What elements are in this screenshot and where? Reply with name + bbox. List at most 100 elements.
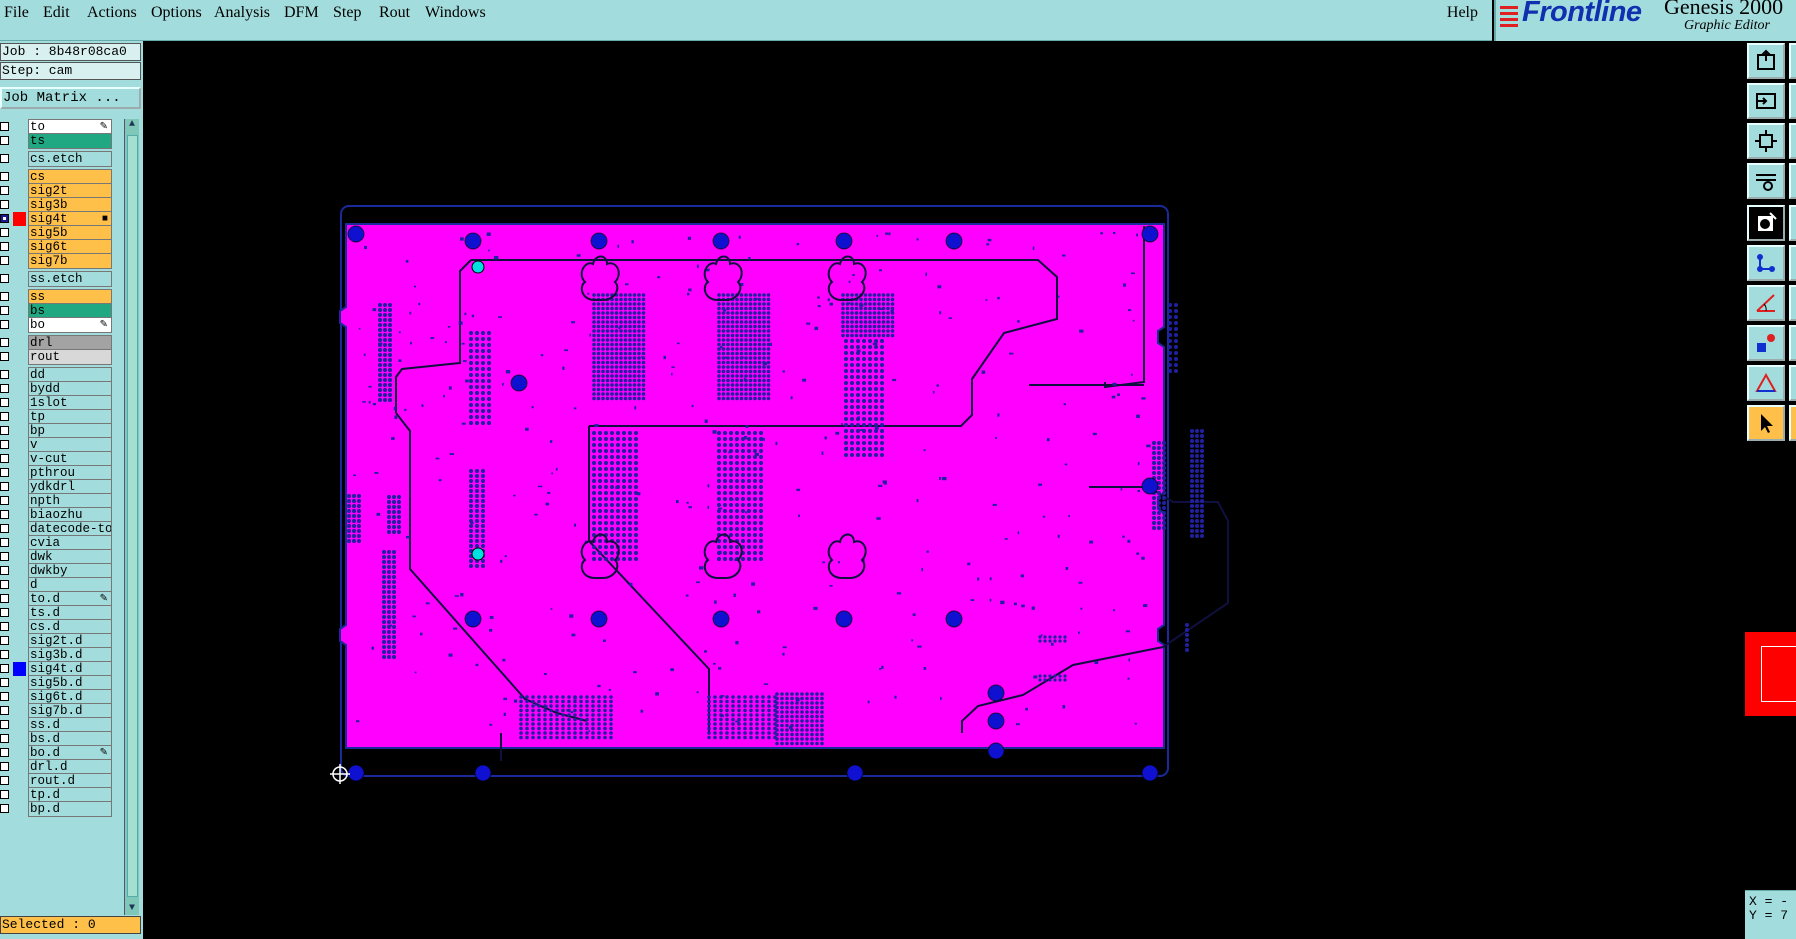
menu-step[interactable]: Step <box>333 4 362 21</box>
layer-name[interactable]: sig2t <box>28 183 112 199</box>
layer-row[interactable]: tp.d <box>0 787 114 803</box>
layer-checkbox[interactable] <box>0 594 9 603</box>
layer-checkbox[interactable] <box>0 370 9 379</box>
layer-row[interactable]: bydd <box>0 381 114 397</box>
layer-checkbox[interactable] <box>0 706 9 715</box>
overview-preview[interactable] <box>1745 632 1796 716</box>
layer-row[interactable]: bs.d <box>0 731 114 747</box>
layer-name[interactable]: cs.etch <box>28 151 112 167</box>
toolbar-edge-button[interactable] <box>1789 245 1796 281</box>
layer-checkbox[interactable] <box>0 510 9 519</box>
layer-row[interactable]: ss.d <box>0 717 114 733</box>
layer-name[interactable]: 1slot <box>28 395 112 411</box>
layer-row[interactable]: sig3b.d <box>0 647 114 663</box>
layer-row[interactable]: pthrou <box>0 465 114 481</box>
layer-checkbox[interactable] <box>0 636 9 645</box>
net-connect-icon[interactable] <box>1747 245 1785 281</box>
layer-checkbox[interactable] <box>0 566 9 575</box>
menu-edit[interactable]: Edit <box>43 4 70 21</box>
layer-checkbox[interactable] <box>0 256 9 265</box>
layer-checkbox[interactable] <box>0 228 9 237</box>
layer-checkbox[interactable] <box>0 776 9 785</box>
layer-row[interactable]: sig3b <box>0 197 114 213</box>
menu-windows[interactable]: Windows <box>425 4 486 21</box>
toolbar-edge-button[interactable] <box>1789 83 1796 119</box>
toolbar-edge-button[interactable] <box>1789 43 1796 79</box>
layer-checkbox[interactable] <box>0 524 9 533</box>
pcb-view[interactable] <box>143 41 1745 939</box>
layer-checkbox[interactable] <box>0 122 9 131</box>
layer-checkbox[interactable] <box>0 154 9 163</box>
layer-name[interactable]: sig4t■ <box>28 211 112 227</box>
layer-row[interactable]: datecode-to <box>0 521 114 537</box>
menu-dfm[interactable]: DFM <box>284 4 319 21</box>
toolbar-edge-button[interactable] <box>1789 163 1796 199</box>
layer-name[interactable]: bo✎ <box>28 317 112 333</box>
layer-scrollbar[interactable]: ▲ ▼ <box>124 119 139 915</box>
layer-row[interactable]: rout <box>0 349 114 365</box>
layer-row[interactable]: sig7b.d <box>0 703 114 719</box>
layer-row[interactable]: npth <box>0 493 114 509</box>
layer-row[interactable]: cs.d <box>0 619 114 635</box>
layer-checkbox[interactable] <box>0 454 9 463</box>
drc-triangle-icon[interactable] <box>1747 365 1785 401</box>
layer-checkbox[interactable] <box>0 242 9 251</box>
layer-row[interactable]: cs <box>0 169 114 185</box>
layer-row[interactable]: drl <box>0 335 114 351</box>
layer-row[interactable]: dwk <box>0 549 114 565</box>
layer-name[interactable]: sig5b.d <box>28 675 112 691</box>
layer-checkbox[interactable] <box>0 292 9 301</box>
layer-name[interactable]: biaozhu <box>28 507 112 523</box>
layer-checkbox[interactable] <box>0 734 9 743</box>
layer-row[interactable]: sig5b <box>0 225 114 241</box>
layer-row[interactable]: ss.etch <box>0 271 114 287</box>
layer-checkbox[interactable] <box>0 622 9 631</box>
layer-name[interactable]: dwkby <box>28 563 112 579</box>
menu-options[interactable]: Options <box>151 4 202 21</box>
layer-row[interactable]: ts <box>0 133 114 149</box>
layer-checkbox[interactable] <box>0 186 9 195</box>
fit-view-icon[interactable] <box>1747 123 1785 159</box>
layer-row[interactable]: 1slot <box>0 395 114 411</box>
layer-row[interactable]: bp.d <box>0 801 114 817</box>
layer-name[interactable]: d <box>28 577 112 593</box>
layer-name[interactable]: bydd <box>28 381 112 397</box>
layer-checkbox[interactable] <box>0 664 9 673</box>
layer-checkbox[interactable] <box>0 748 9 757</box>
layer-name[interactable]: sig7b <box>28 253 112 269</box>
layer-checkbox[interactable] <box>0 398 9 407</box>
menu-file[interactable]: File <box>4 4 29 21</box>
layer-row[interactable]: sig4t■ <box>0 211 114 227</box>
layer-checkbox[interactable] <box>0 692 9 701</box>
toolbar-edge-button[interactable] <box>1789 205 1796 241</box>
layer-name[interactable]: cs <box>28 169 112 185</box>
layer-checkbox[interactable] <box>0 762 9 771</box>
layer-checkbox[interactable] <box>0 412 9 421</box>
layer-checkbox[interactable] <box>0 650 9 659</box>
measure-icon[interactable] <box>1747 163 1785 199</box>
layer-checkbox[interactable] <box>0 608 9 617</box>
layer-name[interactable]: datecode-to <box>28 521 112 537</box>
layer-name[interactable]: rout <box>28 349 112 365</box>
layer-checkbox[interactable] <box>0 720 9 729</box>
layer-checkbox[interactable] <box>0 482 9 491</box>
home-icon[interactable] <box>1747 43 1785 79</box>
layer-checkbox[interactable] <box>0 136 9 145</box>
layer-row[interactable]: sig2t <box>0 183 114 199</box>
layer-color-swatch[interactable] <box>13 662 26 676</box>
layer-checkbox[interactable] <box>0 214 9 223</box>
layer-checkbox[interactable] <box>0 468 9 477</box>
menu-help[interactable]: Help <box>1446 4 1478 21</box>
layer-checkbox[interactable] <box>0 338 9 347</box>
toolbar-edge-button[interactable] <box>1789 365 1796 401</box>
menu-analysis[interactable]: Analysis <box>214 4 270 21</box>
layer-row[interactable]: sig2t.d <box>0 633 114 649</box>
layer-name[interactable]: ts <box>28 133 112 149</box>
layer-checkbox[interactable] <box>0 552 9 561</box>
menu-rout[interactable]: Rout <box>379 4 411 21</box>
angle-icon[interactable] <box>1747 285 1785 321</box>
layer-name[interactable]: ss.etch <box>28 271 112 287</box>
layer-checkbox[interactable] <box>0 496 9 505</box>
layer-checkbox[interactable] <box>0 580 9 589</box>
layer-checkbox[interactable] <box>0 320 9 329</box>
